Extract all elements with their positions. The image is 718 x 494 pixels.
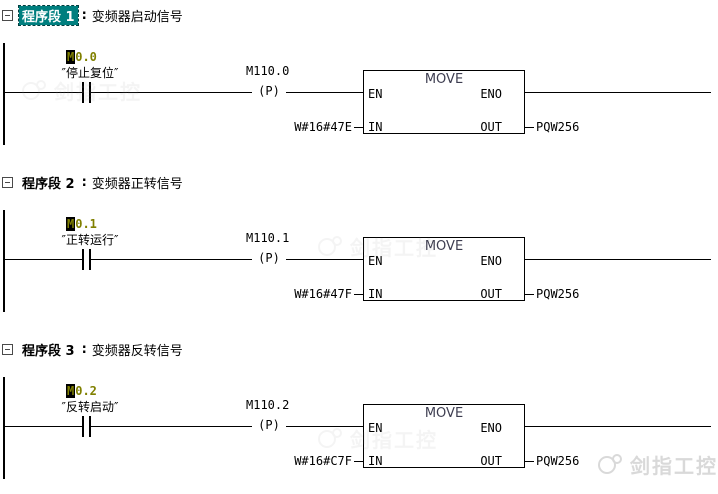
wire-segment [525,426,711,427]
network-title[interactable]: 程序段 3 [22,343,75,359]
pin-in[interactable]: IN [368,454,383,468]
wire-segment [91,259,363,260]
pin-en[interactable]: EN [368,87,383,101]
power-rail [3,43,5,145]
pin-eno[interactable]: ENO [480,87,502,101]
contact-address[interactable]: M0.1 [66,217,97,231]
wire-stub-in [354,294,363,295]
contact-symbol-name[interactable]: ″正转运行″ [61,233,119,247]
watermark-logo-icon [598,453,622,476]
contact-address[interactable]: M0.0 [66,50,97,64]
collapse-icon[interactable] [2,176,13,188]
network-comment[interactable]: 变频器启动信号 [91,9,183,25]
positive-edge-coil[interactable]: (P) [252,418,286,432]
contact-address-rest: 0.2 [75,384,97,398]
network-1: 程序段 1 : 变频器启动信号 M0.0 ″停止复位″ M110.0 (P) M… [0,0,718,167]
network-3: 程序段 3 : 变频器反转信号 M0.2 ″反转启动″ M110.2 (P) M… [0,334,718,494]
contact-address[interactable]: M0.2 [66,384,97,398]
contact-symbol-bar[interactable] [89,249,91,270]
wire-stub-in [354,461,363,462]
collapse-icon[interactable] [2,9,13,21]
move-out-value[interactable]: PQW256 [536,287,580,301]
contact-symbol-bar[interactable] [89,416,91,437]
pin-en[interactable]: EN [368,421,383,435]
pin-in[interactable]: IN [368,287,383,301]
wire-segment [3,259,83,260]
header-colon: : [81,341,87,357]
header-colon: : [81,174,87,190]
move-in-value[interactable]: W#16#C7F [294,454,352,468]
network-header[interactable]: 程序段 2 : 变频器正转信号 [2,173,183,192]
move-out-value[interactable]: PQW256 [536,454,580,468]
network-comment[interactable]: 变频器正转信号 [91,176,183,192]
wire-segment [91,92,363,93]
contact-symbol-name[interactable]: ″停止复位″ [61,66,119,80]
power-rail [3,210,5,312]
pin-out[interactable]: OUT [480,287,502,301]
contact-symbol-bar[interactable] [82,249,84,270]
wire-stub-in [354,127,363,128]
pin-in[interactable]: IN [368,120,383,134]
watermark-faint: 剑指工控 [318,232,438,261]
pin-out[interactable]: OUT [480,454,502,468]
wire-segment [3,426,83,427]
header-colon: : [81,7,87,23]
wire-segment [525,259,711,260]
pin-eno[interactable]: ENO [480,254,502,268]
wire-segment [91,426,363,427]
move-block[interactable]: MOVE EN ENO IN OUT [363,404,525,468]
contact-address-selected-char[interactable]: M [66,50,76,64]
positive-edge-coil[interactable]: (P) [252,84,286,98]
watermark-faint: 剑指工控 [318,424,438,453]
move-block[interactable]: MOVE EN ENO IN OUT [363,237,525,301]
move-block[interactable]: MOVE EN ENO IN OUT [363,70,525,134]
network-title[interactable]: 程序段 2 [22,176,75,192]
move-block-title[interactable]: MOVE [424,406,464,421]
pin-en[interactable]: EN [368,254,383,268]
network-comment[interactable]: 变频器反转信号 [91,343,183,359]
network-header[interactable]: 程序段 1 : 变频器启动信号 [2,4,183,26]
pin-eno[interactable]: ENO [480,421,502,435]
move-block-title[interactable]: MOVE [424,72,464,87]
contact-address-selected-char[interactable]: M [66,217,76,231]
watermark: 剑指工控 [598,450,718,479]
positive-edge-coil[interactable]: (P) [252,251,286,265]
contact-symbol-bar[interactable] [82,82,84,103]
watermark-text: 剑指工控 [630,454,718,478]
move-out-value[interactable]: PQW256 [536,120,580,134]
collapse-icon[interactable] [2,343,13,355]
wire-stub-out [525,127,534,128]
network-title[interactable]: 程序段 1 [18,4,79,26]
move-block-title[interactable]: MOVE [424,239,464,254]
watermark-logo-icon [22,79,46,102]
wire-stub-out [525,461,534,462]
wire-segment [3,92,83,93]
network-header[interactable]: 程序段 3 : 变频器反转信号 [2,340,183,359]
move-in-value[interactable]: W#16#47F [294,287,352,301]
contact-address-selected-char[interactable]: M [66,384,76,398]
contact-symbol-name[interactable]: ″反转启动″ [61,400,119,414]
watermark-faint: 剑指工控 [22,76,142,105]
contact-address-rest: 0.1 [75,217,97,231]
wire-stub-out [525,294,534,295]
contact-symbol-bar[interactable] [82,416,84,437]
coil-address[interactable]: M110.1 [246,231,290,245]
watermark-logo-icon [318,235,342,258]
wire-segment [525,92,711,93]
watermark-text: 剑指工控 [54,80,142,104]
move-in-value[interactable]: W#16#47E [294,120,352,134]
contact-symbol-bar[interactable] [89,82,91,103]
coil-address[interactable]: M110.2 [246,398,290,412]
coil-address[interactable]: M110.0 [246,64,290,78]
network-2: 程序段 2 : 变频器正转信号 M0.1 ″正转运行″ M110.1 (P) M… [0,167,718,334]
watermark-text: 剑指工控 [350,428,438,452]
contact-address-rest: 0.0 [75,50,97,64]
power-rail [3,377,5,479]
pin-out[interactable]: OUT [480,120,502,134]
watermark-logo-icon [318,427,342,450]
watermark-text: 剑指工控 [350,236,438,260]
